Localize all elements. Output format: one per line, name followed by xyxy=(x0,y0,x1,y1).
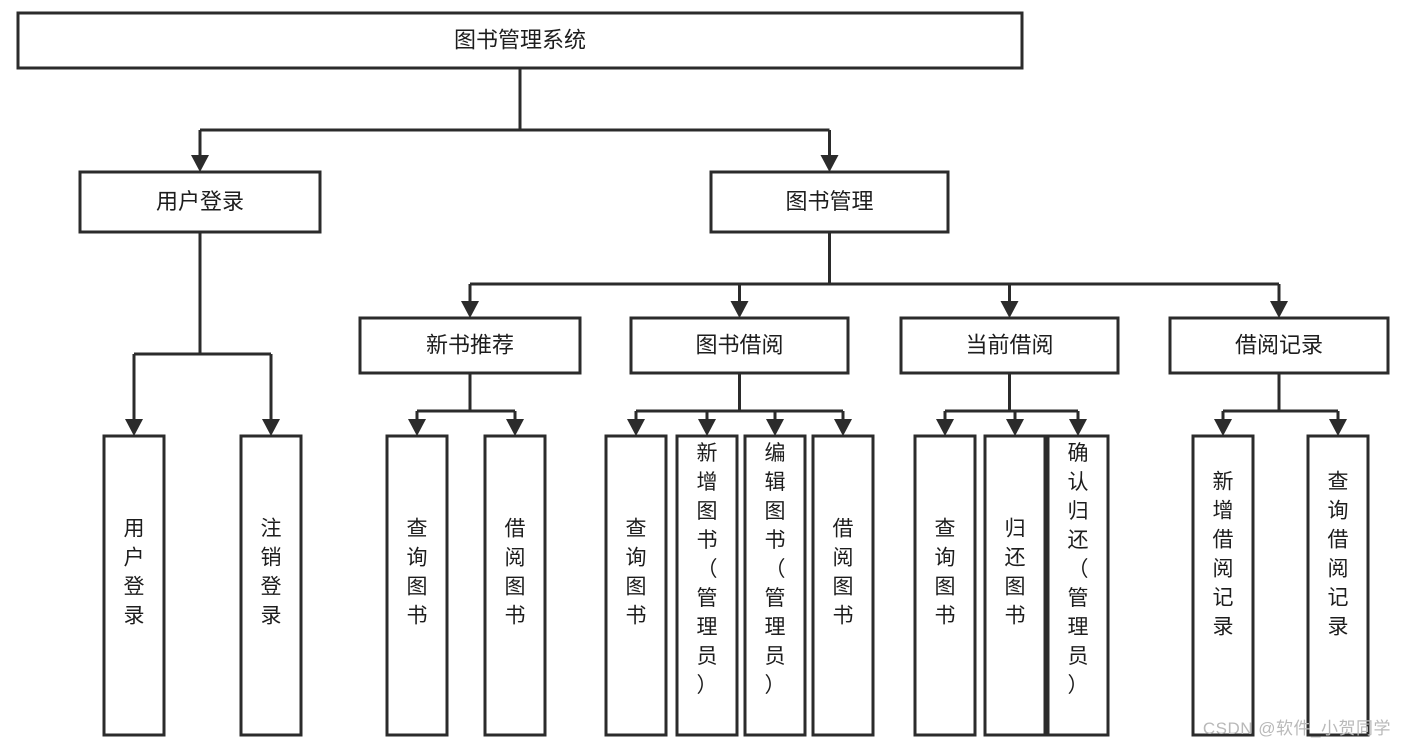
node-label: 注销登录 xyxy=(261,518,282,628)
node-leaf-06[interactable]: 新增图书（管理员） xyxy=(675,434,739,737)
node-root[interactable]: 图书管理系统 xyxy=(16,11,1024,70)
connector-layer xyxy=(125,68,1347,436)
node-label: 图书管理 xyxy=(785,189,873,214)
node-label: 查询图书 xyxy=(935,518,956,628)
node-leaf-13[interactable]: 查询借阅记录 xyxy=(1306,434,1370,737)
node-leaf-08[interactable]: 借阅图书 xyxy=(811,434,875,737)
node-l1-a[interactable]: 用户登录 xyxy=(78,170,322,234)
node-l2-a[interactable]: 新书推荐 xyxy=(358,316,582,375)
node-label: 新书推荐 xyxy=(426,332,514,357)
node-label: 查询图书 xyxy=(407,518,428,628)
node-label: 借阅图书 xyxy=(505,518,526,628)
node-label: 借阅图书 xyxy=(833,518,854,628)
node-leaf-01[interactable]: 用户登录 xyxy=(102,434,166,737)
node-label: 查询借阅记录 xyxy=(1328,471,1349,639)
node-label: 用户登录 xyxy=(156,189,244,214)
node-l1-b[interactable]: 图书管理 xyxy=(709,170,950,234)
node-box xyxy=(102,434,166,737)
node-box xyxy=(358,316,582,375)
node-label: 新增借阅记录 xyxy=(1213,471,1234,639)
node-leaf-11[interactable]: 确认归还（管理员） xyxy=(1046,434,1110,737)
node-label: 新增图书（管理员） xyxy=(697,442,718,697)
node-l2-d[interactable]: 借阅记录 xyxy=(1168,316,1390,375)
node-label: 图书管理系统 xyxy=(454,27,586,52)
node-box xyxy=(604,434,668,737)
node-leaf-07[interactable]: 编辑图书（管理员） xyxy=(743,434,807,737)
node-leaf-12[interactable]: 新增借阅记录 xyxy=(1191,434,1255,737)
node-l2-b[interactable]: 图书借阅 xyxy=(629,316,850,375)
node-box xyxy=(385,434,449,737)
node-leaf-10[interactable]: 归还图书 xyxy=(983,434,1047,737)
node-label: 归还图书 xyxy=(1005,518,1026,628)
watermark-label: CSDN @软件_小贺同学 xyxy=(1202,719,1391,738)
node-l2-c[interactable]: 当前借阅 xyxy=(899,316,1120,375)
node-leaf-05[interactable]: 查询图书 xyxy=(604,434,668,737)
node-layer: 图书管理系统用户登录图书管理新书推荐图书借阅当前借阅借阅记录用户登录注销登录查询… xyxy=(16,11,1390,737)
node-box xyxy=(1306,434,1370,737)
node-label: 编辑图书（管理员） xyxy=(765,442,786,697)
node-label: 用户登录 xyxy=(124,518,145,628)
node-box xyxy=(16,11,1024,70)
node-label: 查询图书 xyxy=(626,518,647,628)
node-box xyxy=(811,434,875,737)
node-box xyxy=(899,316,1120,375)
node-box xyxy=(483,434,547,737)
node-box xyxy=(983,434,1047,737)
node-box xyxy=(1168,316,1390,375)
node-label: 当前借阅 xyxy=(965,332,1053,357)
node-leaf-09[interactable]: 查询图书 xyxy=(913,434,977,737)
node-label: 借阅记录 xyxy=(1235,332,1323,357)
node-leaf-04[interactable]: 借阅图书 xyxy=(483,434,547,737)
node-label: 图书借阅 xyxy=(695,332,783,357)
node-box xyxy=(78,170,322,234)
node-box xyxy=(1191,434,1255,737)
node-label: 确认归还（管理员） xyxy=(1068,442,1089,697)
node-box xyxy=(743,434,807,737)
node-box xyxy=(675,434,739,737)
node-box xyxy=(629,316,850,375)
node-leaf-03[interactable]: 查询图书 xyxy=(385,434,449,737)
node-leaf-02[interactable]: 注销登录 xyxy=(239,434,303,737)
node-box xyxy=(1046,434,1110,737)
node-box xyxy=(913,434,977,737)
node-box xyxy=(239,434,303,737)
node-box xyxy=(709,170,950,234)
